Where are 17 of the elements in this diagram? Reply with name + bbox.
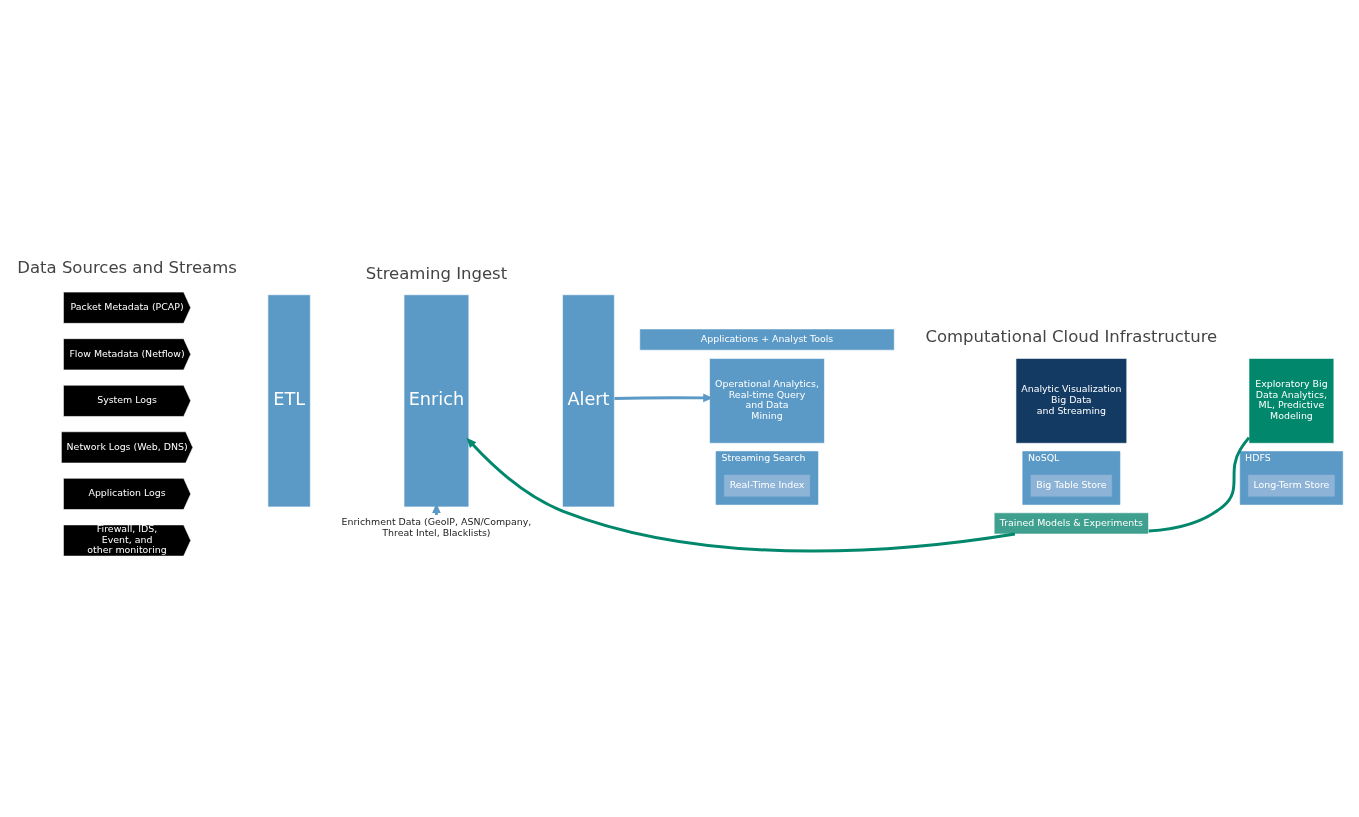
label: Data Sources and Streams	[17, 257, 237, 277]
node-box: Exploratory Big Data Analytics, ML, Predictive Modeling	[1248, 358, 1335, 444]
node-box: Alert	[562, 294, 615, 508]
node-box: Enrich	[403, 294, 470, 508]
arrow	[466, 437, 1016, 553]
node-text: Enrichment Data (GeoIP, ASN/Company, Threat Intel, Blacklists)	[341, 516, 532, 538]
label: Streaming Ingest	[365, 263, 508, 283]
node-box: Trained Models & Experiments	[993, 512, 1149, 535]
connector	[1148, 436, 1251, 533]
node-box: Big Table Store	[1030, 474, 1112, 497]
node-box: ETL	[267, 294, 311, 508]
label: Computational Cloud Infrastructure	[925, 327, 1218, 347]
node-box: Operational Analytics, Real-time Query and Data Mining	[709, 358, 825, 444]
node-box: Real-Time Index	[724, 474, 810, 497]
node-box: Long-Term Store	[1248, 474, 1335, 497]
node-box: Applications + Analyst Tools	[639, 328, 895, 351]
node-box: Analytic Visualization Big Data and Streaming	[1015, 358, 1128, 444]
